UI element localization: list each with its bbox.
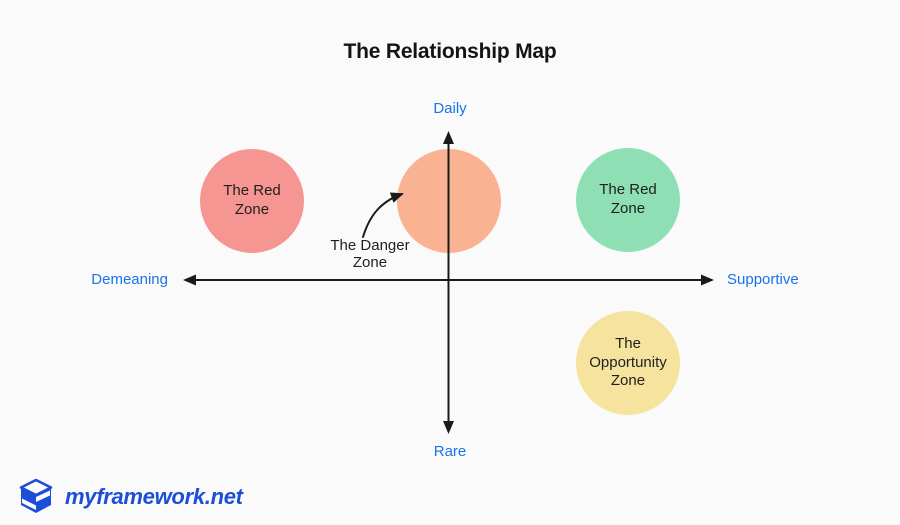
page-title: The Relationship Map [343, 40, 557, 63]
zone-circle-red-left: The Red Zone [200, 149, 304, 253]
zone-label-red-right: The Red Zone [599, 181, 657, 217]
axis-label-demeaning: Demeaning [91, 271, 168, 288]
axis-label-supportive: Supportive [727, 271, 799, 288]
footer-brand: myframework.net [16, 477, 243, 517]
zone-label-opportunity: The Opportunity Zone [589, 334, 667, 390]
brand-text: myframework.net [65, 484, 243, 509]
axis-label-daily: Daily [433, 100, 467, 117]
zone-circle-red-right: The Red Zone [576, 148, 680, 252]
zone-circle-opportunity: The Opportunity Zone [576, 311, 680, 415]
zone-label-red-left: The Red Zone [223, 182, 281, 218]
cube-logo-icon [19, 478, 53, 513]
annotation-danger-zone-label: The Danger Zone [330, 237, 410, 272]
axis-label-rare: Rare [433, 443, 467, 460]
